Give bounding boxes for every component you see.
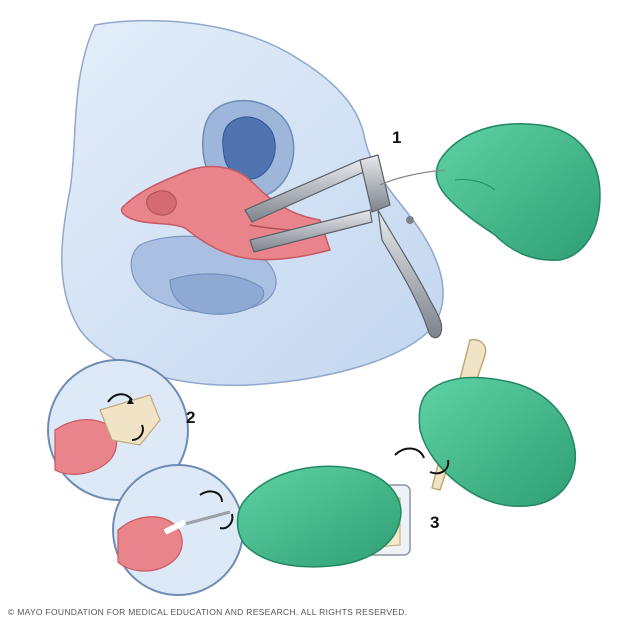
inset-circle-spatula xyxy=(47,359,189,501)
speculum-icon xyxy=(244,154,443,339)
gloved-hand-icon xyxy=(379,123,601,261)
copyright-notice: © MAYO FOUNDATION FOR MEDICAL EDUCATION … xyxy=(8,607,408,617)
inset-circle-cytobrush xyxy=(112,464,244,596)
gloved-hands-step3 xyxy=(236,376,577,568)
step-label-3: 3 xyxy=(430,513,440,532)
step-label-1: 1 xyxy=(392,128,402,147)
step-label-2: 2 xyxy=(186,408,196,427)
